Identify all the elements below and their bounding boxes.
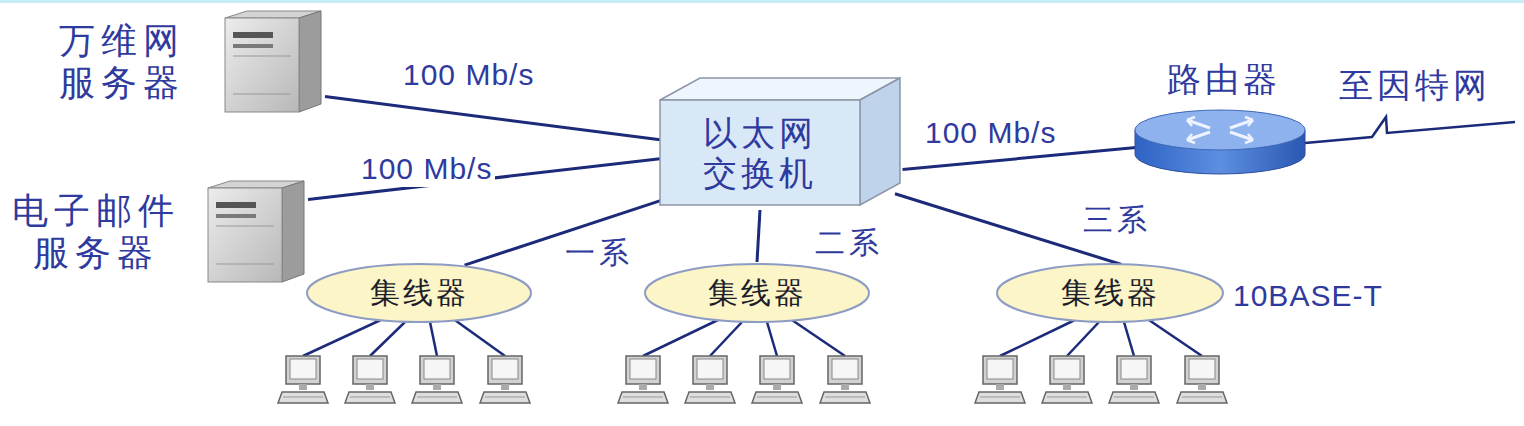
- cable-type-label: 10BASE-T: [1230, 279, 1386, 314]
- hub-node: 集线器: [643, 262, 871, 324]
- switch-label: 以太网 交换机: [695, 113, 825, 193]
- cube-node: 以太网 交换机: [655, 75, 905, 210]
- internet-link: [1305, 117, 1515, 143]
- text-wrap: 万维网 服务器: [52, 8, 192, 116]
- network-link: [903, 148, 1136, 170]
- network-link: [325, 97, 660, 140]
- server-label: 电子邮件 服务器: [5, 190, 187, 274]
- network-link: [757, 210, 760, 262]
- text-wrap: 电子邮件 服务器: [5, 178, 187, 286]
- hub-label: 集线器: [1061, 276, 1160, 311]
- link-label: 100 Mb/s: [400, 58, 537, 93]
- server-label: 万维网 服务器: [52, 20, 192, 104]
- hub-node: 集线器: [305, 262, 533, 324]
- link-label: 一系: [562, 236, 636, 271]
- link-label: 100 Mb/s: [358, 152, 495, 187]
- server-node: 万维网 服务器: [50, 8, 325, 116]
- hub-label: 集线器: [370, 276, 469, 311]
- server-icon: [221, 10, 325, 114]
- hub-label: 集线器: [708, 276, 807, 311]
- router-icon: [1125, 102, 1315, 186]
- hub-node: 集线器: [995, 262, 1225, 324]
- top-strip: [0, 0, 1524, 3]
- hub-wires: [303, 318, 1202, 356]
- switch-face: 以太网 交换机: [660, 100, 860, 205]
- link-label: 100 Mb/s: [922, 116, 1059, 151]
- router-node: 路由器: [1125, 58, 1323, 186]
- router-label: 路由器: [1125, 60, 1323, 99]
- internet-label: 至因特网: [1336, 66, 1494, 105]
- computers: [278, 356, 1227, 403]
- server-node: 电子邮件 服务器: [3, 178, 308, 286]
- server-icon: [204, 180, 308, 284]
- link-label: 三系: [1080, 203, 1154, 238]
- link-label: 二系: [812, 226, 886, 261]
